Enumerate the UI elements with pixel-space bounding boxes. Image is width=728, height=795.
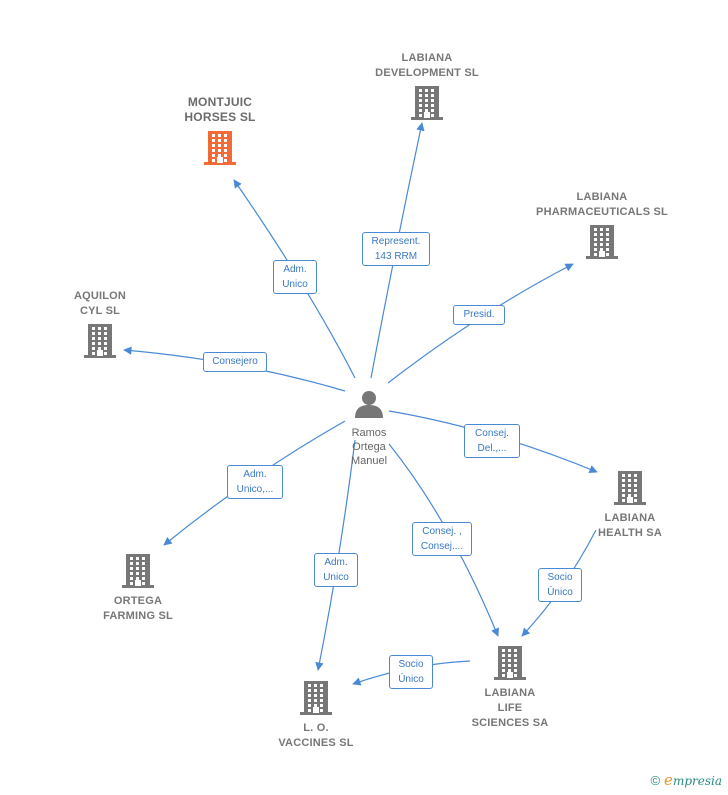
company-label-labiana-life[interactable]: LABIANA LIFE SCIENCES SA (455, 686, 565, 731)
company-node-labiana-health[interactable] (614, 470, 646, 511)
copyright-symbol: © (650, 773, 661, 788)
edge-label-line: Represent. (371, 236, 421, 247)
company-label-labiana-health[interactable]: LABIANA HEALTH SA (580, 511, 680, 541)
company-label-line: LABIANA (401, 52, 453, 64)
edge-label-line: Adm. (283, 264, 307, 275)
company-label-line: DEVELOPMENT SL (375, 67, 479, 79)
company-node-labiana-dev[interactable] (411, 85, 443, 126)
company-label-line: LABIANA (484, 687, 536, 699)
company-label-line: VACCINES SL (278, 737, 354, 749)
person-node[interactable] (354, 389, 384, 424)
building-icon (300, 681, 332, 715)
edge-label-line: Único (398, 674, 424, 685)
building-icon (614, 471, 646, 505)
building-icon (494, 646, 526, 680)
company-label-line: HORSES SL (184, 110, 256, 124)
company-label-line: LABIANA (604, 512, 656, 524)
edge-label-line: Unico (282, 279, 308, 290)
company-label-lo-vaccines[interactable]: L. O. VACCINES SL (261, 721, 371, 751)
building-icon (84, 324, 116, 358)
company-label-ortega-farming[interactable]: ORTEGA FARMING SL (83, 594, 193, 624)
edge-label-to-ortega-farming[interactable]: Adm. Unico,... (227, 465, 283, 499)
edge-label-line: Del.,... (477, 443, 507, 454)
company-label-aquilon[interactable]: AQUILON CYL SL (50, 289, 150, 319)
edge-label-line: Consej.... (420, 541, 464, 552)
edge-label-line: Adm. (243, 469, 267, 480)
company-label-line: SCIENCES SA (471, 717, 549, 729)
building-icon (411, 86, 443, 120)
brand-initial: e (664, 771, 673, 789)
edge-label-to-labiana-dev[interactable]: Represent. 143 RRM (362, 232, 430, 266)
company-label-line: AQUILON (73, 290, 127, 302)
edge-label-to-lo-vaccines[interactable]: Adm. Unico (314, 553, 358, 587)
company-label-line: HEALTH SA (598, 527, 662, 539)
company-label-line: FARMING SL (103, 610, 173, 622)
company-node-aquilon[interactable] (84, 323, 116, 364)
edge-label-line: 143 RRM (374, 251, 418, 262)
company-label-labiana-pharma[interactable]: LABIANA PHARMACEUTICALS SL (522, 190, 682, 220)
edge-label-line: Unico (323, 572, 349, 583)
building-icon (122, 554, 154, 588)
edge-label-line: Consej. , (422, 526, 462, 537)
company-label-line: LIFE (497, 702, 523, 714)
company-node-labiana-pharma[interactable] (586, 224, 618, 265)
edge-label-line: Socio (547, 572, 573, 583)
edge-label-line: Presid. (463, 309, 495, 320)
brand-name: mpresia (672, 774, 722, 788)
company-node-ortega-farming[interactable] (122, 553, 154, 594)
edge-label-line: Consejero (212, 356, 258, 367)
building-icon (204, 131, 236, 165)
company-label-line: LABIANA (576, 191, 628, 203)
company-label-line: PHARMACEUTICALS SL (536, 206, 668, 218)
company-node-montjuic[interactable] (204, 130, 236, 171)
company-label-labiana-dev[interactable]: LABIANA DEVELOPMENT SL (362, 51, 492, 81)
edge-label-line: Único (547, 587, 573, 598)
company-node-labiana-life[interactable] (494, 645, 526, 686)
person-name-line: Manuel (350, 455, 388, 467)
person-name-line: Ramos (351, 427, 387, 439)
edge-label-line: Consej. (475, 428, 509, 439)
edge-label-line: Adm. (324, 557, 348, 568)
company-label-line: CYL SL (79, 305, 121, 317)
company-label-line: MONTJUIC (187, 95, 253, 109)
edge-label-line: Unico,... (236, 484, 274, 495)
company-node-lo-vaccines[interactable] (300, 680, 332, 721)
building-icon (586, 225, 618, 259)
company-label-line: ORTEGA (113, 595, 163, 607)
edge-label-to-montjuic[interactable]: Adm. Unico (273, 260, 317, 294)
edge-label-to-aquilon[interactable]: Consejero (203, 352, 267, 372)
person-name-line: Ortega (352, 441, 386, 453)
footer-brand: ©empresia (650, 771, 722, 789)
edge-label-to-labiana-life[interactable]: Consej. , Consej.... (412, 522, 472, 556)
edge-label-to-labiana-health[interactable]: Consej. Del.,... (464, 424, 520, 458)
edge-label-line: Socio (398, 659, 424, 670)
edge-label-to-labiana-pharma[interactable]: Presid. (453, 305, 505, 325)
person-icon (355, 391, 383, 418)
company-label-line: L. O. (303, 722, 329, 734)
